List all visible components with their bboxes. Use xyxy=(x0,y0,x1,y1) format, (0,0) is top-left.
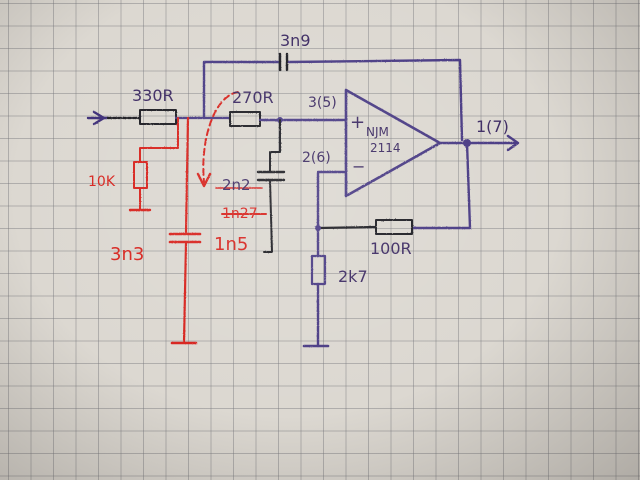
wire-shunt-cap-top xyxy=(269,119,281,173)
wire-shunt-cap-bottom xyxy=(263,179,273,253)
label-pin-noninv: 3(5) xyxy=(308,95,337,111)
wire-feedback-cap-right xyxy=(287,58,464,142)
resistor-100R xyxy=(375,219,413,235)
opamp-triangle xyxy=(344,88,442,198)
label-r-series: 270R xyxy=(232,88,274,107)
input-arrow-icon xyxy=(86,110,110,126)
resistor-330R xyxy=(139,109,177,125)
resistor-270R xyxy=(229,111,261,127)
wire-100R-to-node xyxy=(316,225,378,230)
resistor-2k7 xyxy=(310,254,327,286)
label-r-ground: 2k7 xyxy=(338,267,368,286)
label-pin-out: 1(7) xyxy=(476,117,509,136)
label-r-input: 330R xyxy=(132,86,174,105)
wire-feedback-cap-left xyxy=(202,60,280,120)
resistor-10K-red xyxy=(133,161,148,189)
capacitor-3n3-red xyxy=(168,232,202,244)
red-wire-10K-top xyxy=(139,117,179,163)
label-opamp-number: 2114 xyxy=(370,141,401,155)
wire-inverting-input xyxy=(316,170,348,230)
label-r-shunt-red: 10K xyxy=(88,174,116,190)
capacitor-3n9 xyxy=(278,52,289,72)
label-c-shunt-new: 1n5 xyxy=(214,234,248,255)
red-wire-3n3-top xyxy=(184,116,190,234)
label-c-shunt-old: 2n2 xyxy=(222,176,251,194)
label-c-feedback: 3n9 xyxy=(280,31,311,50)
capacitor-2n2 xyxy=(256,170,286,182)
red-wire-3n3-bottom xyxy=(182,240,188,344)
wire-output-to-feedback xyxy=(410,141,472,230)
output-arrow-icon xyxy=(506,134,520,152)
red-dashed-arrow xyxy=(202,91,239,183)
label-opamp-name: NJM xyxy=(366,125,389,139)
red-arrowhead-icon xyxy=(196,172,212,188)
label-c-shunt-old-red: 1n27 xyxy=(222,206,258,222)
label-c-input-red: 3n3 xyxy=(110,244,144,265)
label-r-feedback: 100R xyxy=(370,239,412,258)
label-pin-inv: 2(6) xyxy=(302,150,331,166)
label-minus: − xyxy=(352,157,365,176)
label-plus: + xyxy=(350,112,365,133)
